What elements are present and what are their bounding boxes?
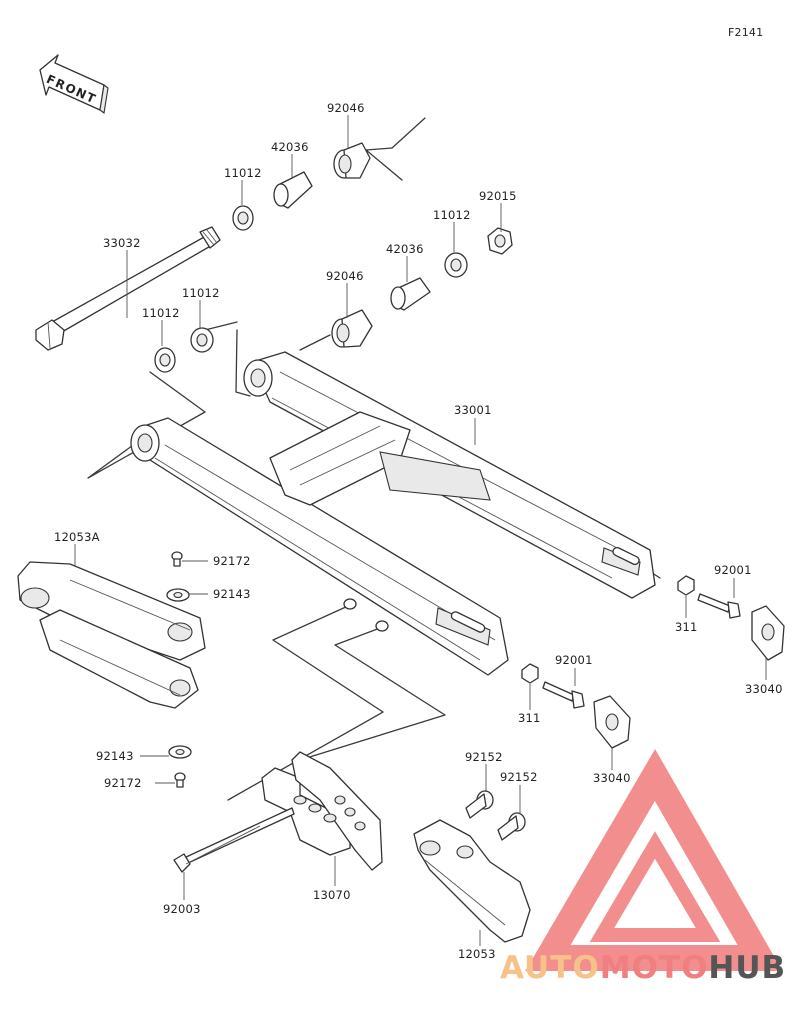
part-label-92046: 92046 — [326, 269, 364, 283]
leader-lines — [74, 115, 767, 946]
part-label-33040: 33040 — [745, 682, 783, 696]
part-label-13070: 13070 — [313, 888, 351, 902]
chain-slider-12053A — [17, 561, 206, 709]
part-label-92001: 92001 — [714, 563, 752, 577]
watermark-brand-part-auto: AUTO — [500, 950, 600, 986]
pin-92152-left — [465, 790, 494, 819]
collar-42036-right — [390, 277, 431, 311]
watermark-brand-part-hub: HUB — [708, 950, 787, 986]
seal-11012-upper — [232, 205, 254, 231]
seal-11012-left-upper — [190, 327, 214, 353]
chain-guide-13070 — [261, 751, 383, 871]
washer-92143-lower — [168, 745, 192, 759]
chain-slider-12053 — [413, 819, 531, 943]
part-label-311: 311 — [518, 711, 541, 725]
nut-311-lower — [521, 663, 539, 684]
collar-42036-upper — [273, 171, 313, 209]
part-label-33001: 33001 — [454, 403, 492, 417]
seal-11012-right — [444, 252, 468, 278]
part-label-42036: 42036 — [271, 140, 309, 154]
bolt-92003 — [173, 807, 295, 873]
bolt-92001-lower — [542, 681, 585, 709]
part-label-12053A: 12053A — [54, 530, 100, 544]
part-label-92143: 92143 — [213, 587, 251, 601]
part-label-92046: 92046 — [327, 101, 365, 115]
part-label-311: 311 — [675, 620, 698, 634]
swingarm-33001 — [130, 351, 656, 676]
part-label-11012: 11012 — [142, 306, 180, 320]
washer-92143-upper — [166, 588, 190, 602]
part-label-11012: 11012 — [182, 286, 220, 300]
part-label-11012: 11012 — [224, 166, 262, 180]
part-label-11012: 11012 — [433, 208, 471, 222]
nut-311-upper — [677, 575, 695, 596]
part-label-33032: 33032 — [103, 236, 141, 250]
seal-11012-left-lower — [154, 347, 176, 373]
front-arrow-icon — [39, 54, 109, 114]
part-label-92172: 92172 — [213, 554, 251, 568]
part-label-92172: 92172 — [104, 776, 142, 790]
part-label-92152: 92152 — [465, 750, 503, 764]
part-label-92001: 92001 — [555, 653, 593, 667]
part-label-42036: 42036 — [386, 242, 424, 256]
plate-33040-upper — [751, 605, 785, 661]
diagram-code: F2141 — [728, 26, 764, 39]
screw-92172-upper — [171, 551, 183, 567]
part-label-12053: 12053 — [458, 947, 496, 961]
watermark-logo-icon — [525, 749, 783, 971]
watermark-brand: AUTOMOTOHUB — [500, 950, 786, 986]
part-label-92015: 92015 — [479, 189, 517, 203]
part-label-33040: 33040 — [593, 771, 631, 785]
bolt-92001-upper — [697, 593, 741, 619]
part-label-92003: 92003 — [163, 902, 201, 916]
part-label-92143: 92143 — [96, 749, 134, 763]
axle-shaft-33032 — [35, 226, 221, 351]
bearing-92046-upper — [333, 142, 371, 179]
screw-92172-lower — [174, 772, 186, 788]
watermark-brand-part-moto: MOTO — [599, 950, 709, 986]
pin-92152-right — [497, 812, 526, 841]
plate-33040-lower — [593, 695, 631, 749]
part-label-92152: 92152 — [500, 770, 538, 784]
bearing-92046-lower — [331, 309, 373, 348]
nut-92015 — [487, 227, 513, 255]
